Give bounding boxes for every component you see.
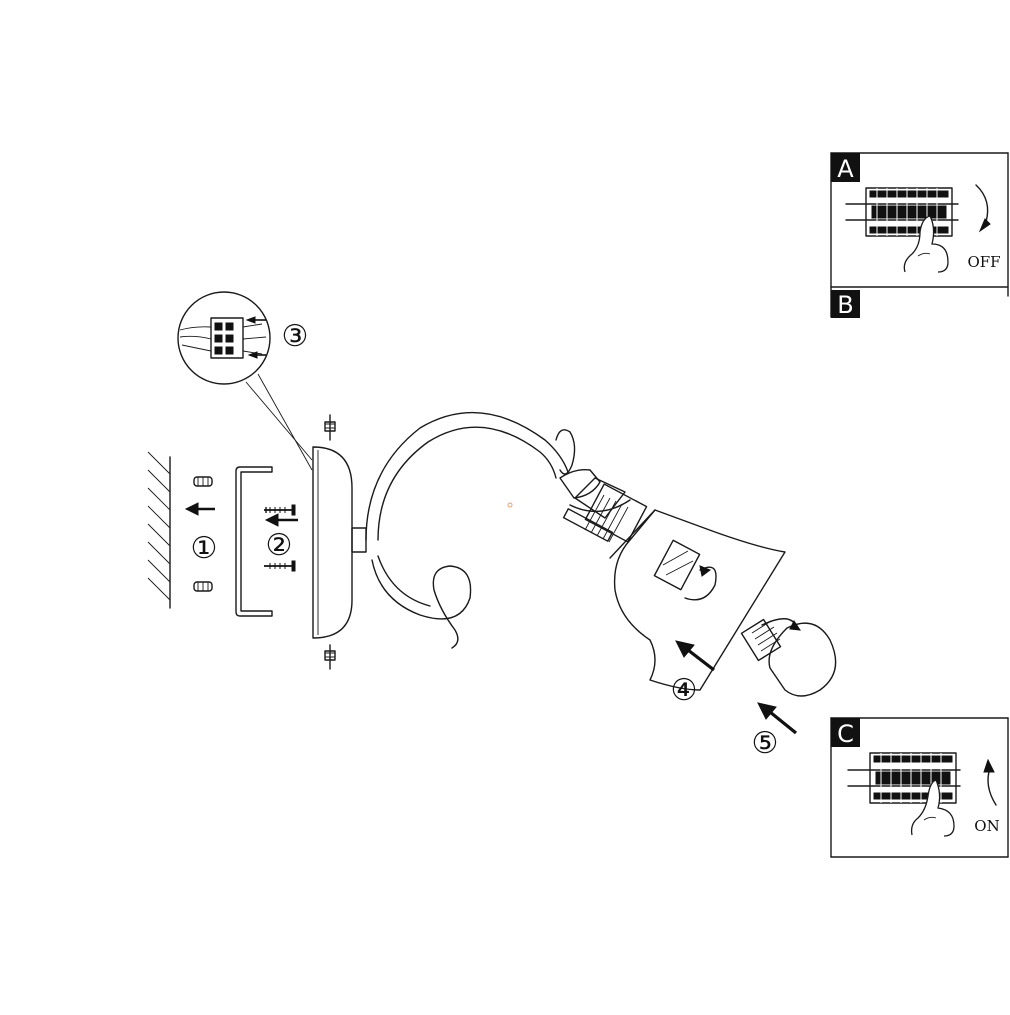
mounting-bracket (235, 466, 273, 617)
step-1-label: ① (191, 531, 218, 566)
step-2-label: ② (266, 528, 293, 563)
off-label: OFF (967, 253, 1000, 271)
step4-arrow-icon (675, 640, 715, 672)
step2-arrow-icon (264, 513, 298, 527)
accent-dot (507, 502, 513, 508)
wall-plug-top-icon (193, 476, 213, 487)
rotate-arrow-icon (983, 758, 997, 806)
nut-top-icon (324, 414, 336, 441)
on-label: ON (974, 817, 999, 835)
panel-a: A OFF (830, 152, 1009, 297)
detail-leader-lines (245, 373, 313, 471)
light-bulb-icon (740, 618, 837, 697)
wall-plug-bottom-icon (193, 581, 213, 592)
circuit-breaker-icon (847, 752, 961, 804)
screw-icon (264, 560, 296, 572)
rotate-arrow-icon (975, 184, 991, 233)
screw-icon (264, 504, 296, 516)
panel-a-label: A (837, 155, 854, 183)
wall-lamp-icon (365, 411, 648, 649)
step1-arrow-icon (184, 502, 215, 516)
hand-icon (910, 779, 955, 837)
step-5-label: ⑤ (752, 726, 779, 761)
hand-icon (903, 215, 949, 273)
step5-arrow-icon (757, 702, 798, 735)
nut-bottom-icon (324, 644, 336, 670)
panel-c: C ON (830, 717, 1009, 858)
step-4-label: ④ (671, 673, 698, 708)
wall-hatch-icon (147, 451, 171, 609)
wall-canopy (312, 446, 367, 639)
circuit-breaker-icon (845, 187, 959, 237)
glass-shade (609, 509, 786, 691)
panel-b: B (830, 286, 860, 319)
step-3-label: ③ (282, 319, 309, 354)
panel-b-label: B (837, 291, 853, 319)
terminal-block-icon (177, 291, 271, 385)
panel-c-label: C (837, 720, 854, 748)
